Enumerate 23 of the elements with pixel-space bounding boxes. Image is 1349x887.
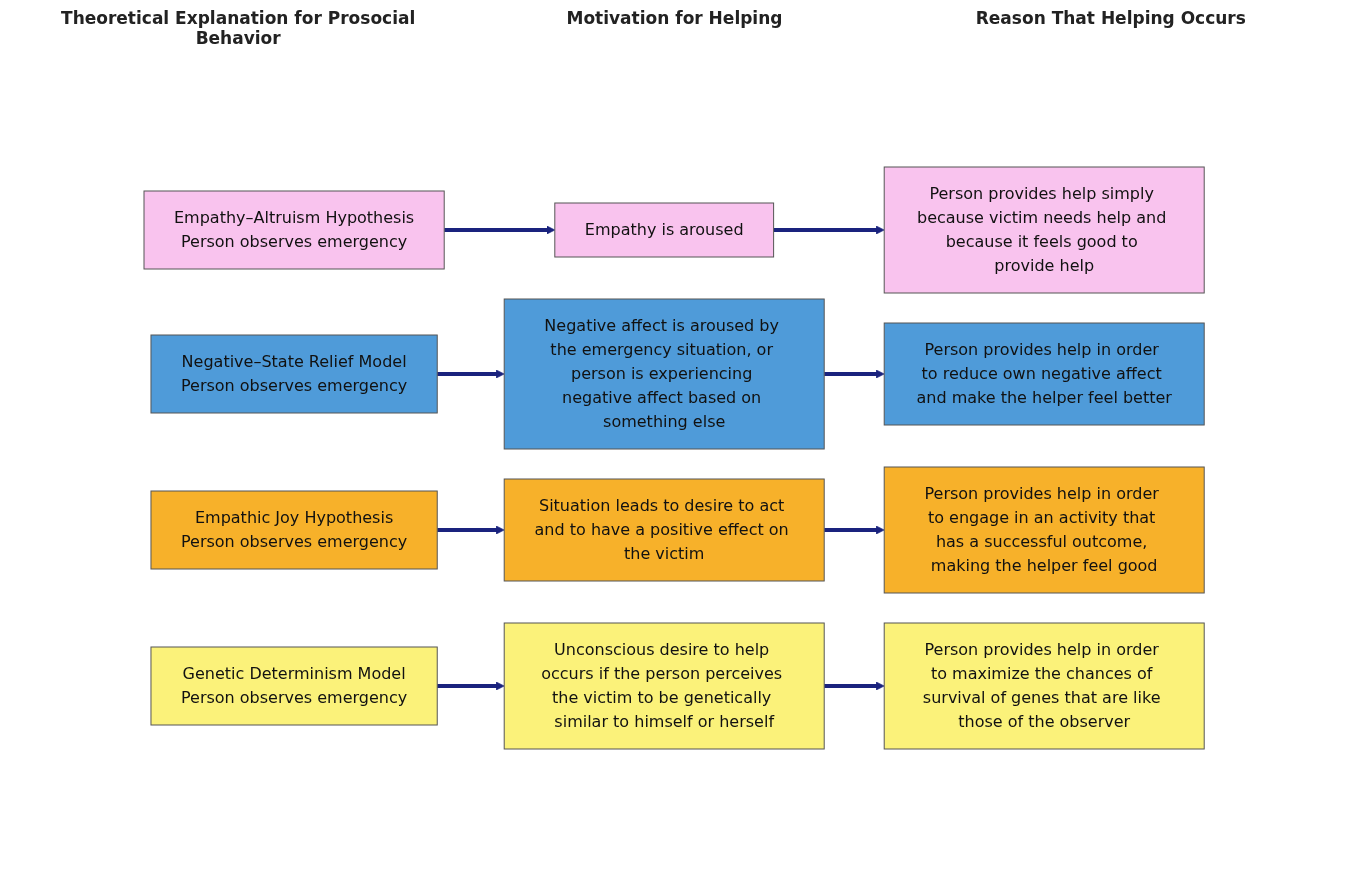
node-box: Person provides help in order to reduce own negative affect and make the helper feel better [884, 322, 1206, 426]
node-box: Negative affect is aroused by the emergency situation, or person is experiencing negative affect based on something else [504, 298, 826, 450]
node-box: Situation leads to desire to act and to have a positive effect on the victim [504, 478, 826, 582]
arrow [824, 369, 885, 379]
node-box: Person provides help simply because victim needs help and because it feels good to provide help [884, 166, 1206, 294]
column-heading: Motivation for Helping [565, 8, 784, 30]
node-box: Unconscious desire to help occurs if the person perceives the victim to be genetically similar to himself or herself [504, 622, 826, 750]
arrow [437, 369, 505, 379]
arrow [437, 681, 505, 691]
arrow [437, 525, 505, 535]
arrow [774, 225, 885, 235]
node-box: Empathy is aroused [554, 202, 775, 258]
node-box: Empathic Joy Hypothesis Person observes emergency [150, 490, 439, 570]
column-heading: Reason That Helping Occurs [974, 8, 1247, 30]
node-box: Genetic Determinism Model Person observes emergency [150, 646, 439, 726]
node-box: Negative–State Relief Model Person observes emergency [150, 334, 439, 414]
node-box: Person provides help in order to maximize the chances of survival of genes that are like those of the observer [884, 622, 1206, 750]
node-box: Person provides help in order to engage in an activity that has a successful outcome, making the helper feel good [884, 466, 1206, 594]
arrow [824, 525, 885, 535]
node-box: Empathy–Altruism Hypothesis Person observes emergency [143, 190, 446, 270]
arrow [444, 225, 556, 235]
column-heading: Theoretical Explanation for Prosocial Behavior [60, 8, 417, 48]
arrow [824, 681, 885, 691]
